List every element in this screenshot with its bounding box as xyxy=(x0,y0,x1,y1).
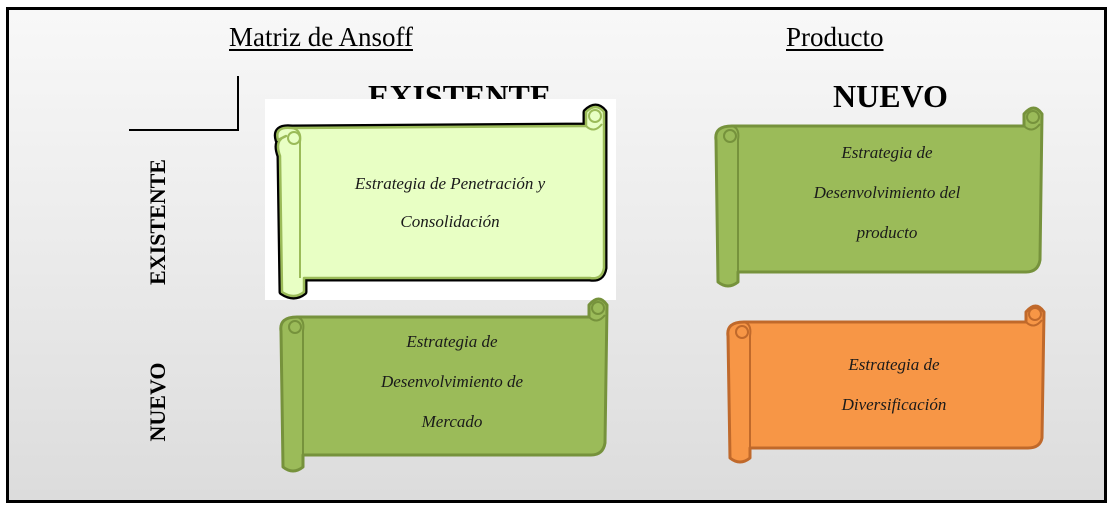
corner-line-vertical xyxy=(237,76,239,131)
text-line: producto xyxy=(856,223,918,242)
scroll-shape xyxy=(273,103,608,300)
scroll-desenvolvimiento-mercado: Estrategia de Desenvolvimiento de Mercad… xyxy=(275,293,611,478)
text-line: Estrategia de xyxy=(848,355,940,374)
text-line: Desenvolvimiento de xyxy=(380,372,524,391)
scroll-shape xyxy=(726,304,1046,464)
corner-line-horizontal xyxy=(129,129,239,131)
text-line: Consolidación xyxy=(400,211,500,231)
scroll-diversificacion-text: Estrategia de Diversificación xyxy=(752,326,1036,444)
scroll-shape xyxy=(714,106,1044,288)
scroll-shape xyxy=(279,297,609,473)
row-header-existente: EXISTENTE xyxy=(145,159,170,285)
text-line: Estrategia de xyxy=(406,332,498,351)
text-line: Estrategia de Penetración y xyxy=(354,173,546,193)
text-line: Estrategia de xyxy=(841,143,933,162)
text-line: Mercado xyxy=(421,412,483,431)
scroll-diversificacion: Estrategia de Diversificación xyxy=(722,300,1048,468)
column-header-nuevo: NUEVO xyxy=(833,78,948,114)
scroll-desenvolvimiento-producto-text: Estrategia de Desenvolvimiento del produ… xyxy=(740,134,1034,252)
row-header-nuevo: NUEVO xyxy=(145,362,170,442)
scroll-penetracion-text: Estrategia de Penetración y Consolidació… xyxy=(300,130,600,275)
scroll-penetracion: Estrategia de Penetración y Consolidació… xyxy=(270,100,615,300)
scroll-desenvolvimiento-mercado-text: Estrategia de Desenvolvimiento de Mercad… xyxy=(305,323,599,441)
scroll-desenvolvimiento-producto: Estrategia de Desenvolvimiento del produ… xyxy=(710,100,1046,290)
text-line: Desenvolvimiento del xyxy=(813,183,961,202)
axis-label-producto: Producto xyxy=(786,22,884,52)
text-line: Diversificación xyxy=(841,395,947,414)
matrix-title: Matriz de Ansoff xyxy=(229,22,413,52)
